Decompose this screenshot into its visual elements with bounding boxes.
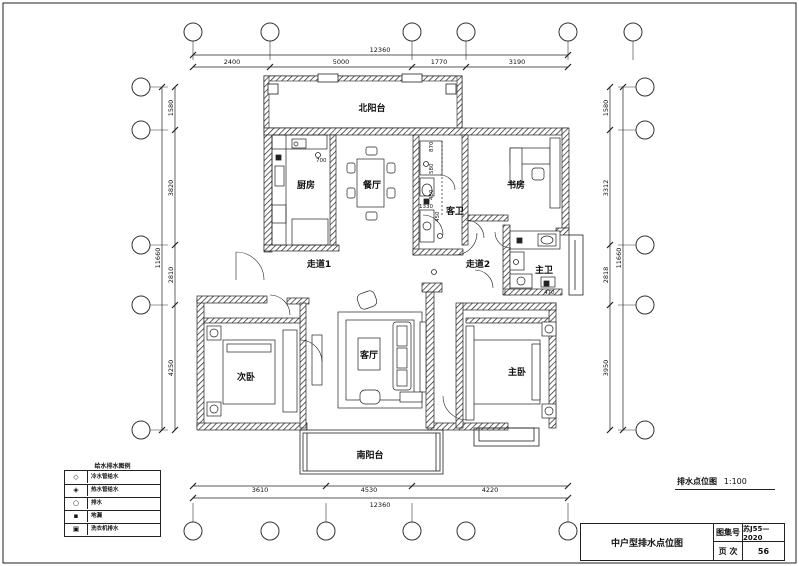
dimension-ticks (158, 51, 627, 502)
dim-right-1: 1580 (602, 100, 610, 117)
exterior-walls (196, 127, 570, 431)
legend-row: ◇ 冷水管给水 (65, 471, 160, 485)
dim-450b: 450 (435, 211, 441, 222)
dim-right-2: 3312 (602, 180, 610, 197)
cold-water-icon: ◇ (65, 471, 88, 483)
drain-points (275, 152, 550, 287)
master-bay-window (473, 234, 584, 447)
legend-row: ▣ 洗衣机排水 (65, 523, 160, 536)
dim-580: 580 (429, 163, 435, 174)
washer-drain-icon: ▣ (65, 523, 88, 535)
plan-title-text: 排水点位图 (677, 477, 717, 486)
legend-label: 洗衣机排水 (91, 526, 119, 532)
atlas-value: 苏J55—2020 (743, 524, 784, 542)
label-guest-bath: 客卫 (445, 205, 464, 217)
legend-row: ▪ 地漏 (65, 510, 160, 524)
dim-bottom-total: 12360 (370, 501, 391, 509)
drain-icon: ○ (65, 497, 88, 509)
south-balcony (299, 429, 444, 475)
dimension-lines (161, 54, 624, 499)
dim-right-3: 2818 (602, 267, 610, 284)
living-furniture (311, 290, 427, 409)
second-bedroom-furniture (206, 325, 298, 417)
axis-leaders (150, 41, 636, 522)
dim-top-1: 2400 (224, 58, 241, 66)
label-north-balcony: 北阳台 (358, 102, 385, 114)
kitchen-fixtures (271, 134, 329, 246)
dim-bottom-2: 4530 (361, 486, 378, 494)
legend: 给水排水图例 ◇ 冷水管给水 ◈ 热水管给水 ○ 排水 ▪ 地漏 ▣ 洗衣机排水 (64, 463, 161, 537)
dim-left-2: 3820 (167, 180, 175, 197)
legend-title: 给水排水图例 (94, 463, 131, 470)
dim-right-4: 3950 (602, 360, 610, 377)
label-study: 书房 (507, 179, 525, 191)
title-block: 中户型排水点位图 图集号 苏J55—2020 页 次 56 (580, 523, 785, 561)
interior-walls (203, 134, 550, 429)
dim-left-total: 11660 (154, 248, 162, 269)
label-south-balcony: 南阳台 (356, 449, 383, 461)
legend-label: 冷水管给水 (91, 474, 119, 480)
dim-700: 700 (316, 158, 327, 164)
label-hallway-1: 走道1 (306, 258, 331, 270)
legend-label: 排水 (91, 500, 103, 506)
dim-right-total: 11660 (615, 248, 623, 269)
label-hallway-2: 走道2 (465, 258, 490, 270)
label-second-bedroom: 次卧 (237, 371, 255, 383)
dim-450a: 450 (429, 189, 435, 200)
door-swings (235, 174, 512, 421)
label-dining: 餐厅 (362, 179, 381, 191)
dim-bottom-1: 3610 (252, 486, 269, 494)
north-balcony (263, 73, 463, 129)
dim-left-4: 4250 (167, 360, 175, 377)
hot-water-icon: ◈ (65, 484, 88, 496)
legend-label: 热水管给水 (91, 487, 119, 493)
dim-470: 470 (544, 290, 555, 296)
label-master-bedroom: 主卧 (508, 366, 526, 378)
page-label: 页 次 (714, 542, 743, 560)
master-bath-fixtures (509, 230, 561, 289)
master-bedroom-furniture (465, 321, 557, 421)
study-furniture (509, 137, 561, 209)
drawing-name: 中户型排水点位图 (581, 524, 714, 560)
legend-row: ○ 排水 (65, 497, 160, 511)
plan-title-underline (675, 489, 775, 490)
dim-top-2: 5000 (333, 58, 350, 66)
dim-top-4: 3190 (509, 58, 526, 66)
page-value: 56 (757, 546, 770, 556)
legend-label: 地漏 (91, 513, 103, 519)
plan-title: 排水点位图 1:100 (677, 476, 747, 487)
label-living-room: 客厅 (359, 349, 378, 361)
dim-1330: 1330 (419, 204, 433, 210)
dim-left-3: 2810 (167, 267, 175, 284)
label-kitchen: 厨房 (297, 179, 315, 191)
dim-left-1: 1580 (167, 100, 175, 117)
axis-grid-bubbles (131, 22, 655, 541)
dim-top-total: 12360 (370, 46, 391, 54)
legend-row: ◈ 热水管给水 (65, 484, 160, 498)
floor-drain-icon: ▪ (65, 510, 88, 522)
dim-top-3: 1770 (431, 58, 448, 66)
dim-870: 870 (429, 141, 435, 152)
dining-table (346, 146, 396, 221)
dim-left-texts: 11660 1580 3820 2810 4250 11660 1580 331… (154, 100, 623, 377)
label-master-bath: 主卫 (535, 264, 553, 276)
dim-bottom-3: 4220 (482, 486, 499, 494)
plan-scale: 1:100 (723, 477, 747, 486)
atlas-label: 图集号 (714, 524, 743, 542)
